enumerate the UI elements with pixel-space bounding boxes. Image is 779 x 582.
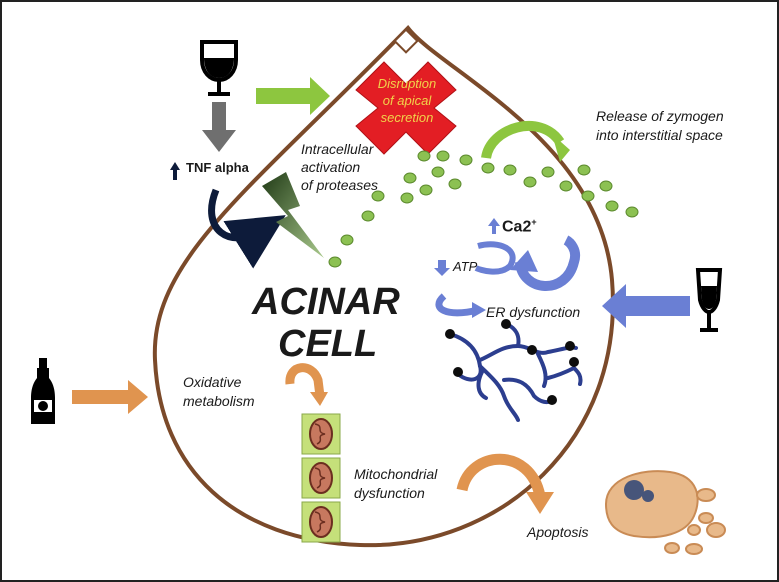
champagne-flute-icon [695, 268, 723, 332]
ca-label: Ca2+ [502, 217, 537, 236]
blue-curved-arrow-1 [474, 241, 516, 275]
mitochondria-stack [301, 413, 341, 543]
orange-arrow-right [72, 380, 148, 414]
apical-notch [393, 28, 419, 54]
mito-label: Mitochondrial dysfunction [354, 466, 438, 501]
atp-label: ATP [453, 259, 478, 274]
tnf-label: TNF alpha [186, 160, 249, 175]
tnf-curved-arrow [208, 188, 286, 269]
oxidative-label: Oxidative metabolism [183, 374, 255, 409]
er-dysfunction-label: ER dysfunction [486, 304, 581, 320]
mitochondrion-icon [309, 418, 333, 450]
oxidative-curved-arrow [285, 363, 325, 397]
zymogen-granules [328, 150, 639, 268]
apoptosis-curved-arrow [456, 453, 546, 498]
wine-glass-icon [200, 40, 238, 96]
ca-up-arrow-icon [488, 218, 500, 234]
apoptotic-cell [604, 470, 726, 555]
mitochondrion-icon [309, 462, 333, 494]
blue-curved-arrow-3 [435, 293, 479, 317]
down-arrow-icon [434, 260, 450, 276]
green-arrow-right [256, 77, 330, 115]
intracellular-label: Intracellular activation of proteases [301, 141, 379, 193]
release-curved-arrow [481, 120, 565, 160]
release-label: Release of zymogen into interstitial spa… [596, 108, 724, 143]
cell-title: CELL [278, 323, 378, 365]
blue-curved-arrow-2 [515, 235, 580, 291]
apoptosis-label: Apoptosis [527, 524, 589, 540]
blue-arrow-left [602, 284, 690, 328]
ribosomes [445, 319, 579, 405]
disruption-label: Disruption of apical secretion [377, 76, 437, 125]
lightning-icon [262, 172, 324, 258]
mitochondrion-icon [309, 506, 333, 538]
acinar-cell-outline [152, 24, 615, 548]
up-arrow-icon [170, 162, 180, 180]
liquor-bottle-icon [31, 358, 55, 424]
grey-arrow-down [202, 102, 236, 152]
acinar-title: ACINAR [252, 281, 400, 323]
